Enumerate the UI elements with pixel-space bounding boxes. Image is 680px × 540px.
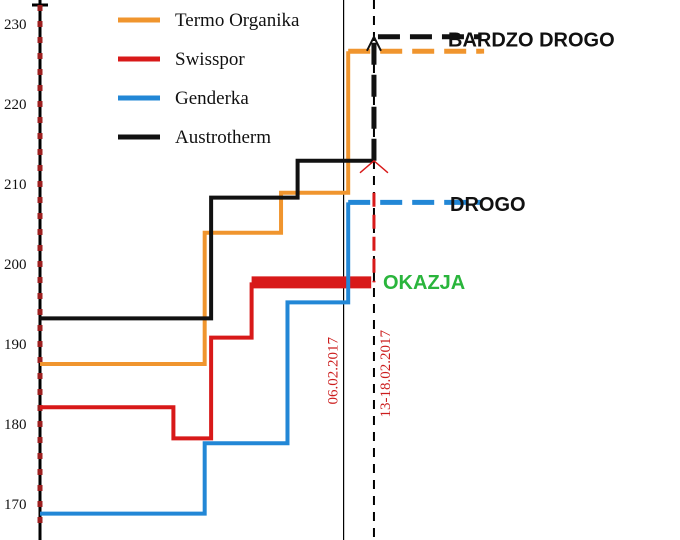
y-minor-tick: [37, 293, 43, 299]
y-tick-mark: [37, 421, 43, 427]
y-minor-tick: [37, 389, 43, 395]
red-arrow-icon: [359, 159, 389, 174]
annotation-label: DROGO: [450, 194, 526, 216]
y-minor-tick: [37, 197, 43, 203]
y-minor-tick: [37, 437, 43, 443]
y-minor-tick: [37, 469, 43, 475]
y-minor-tick: [37, 325, 43, 331]
y-tick-mark: [37, 21, 43, 27]
y-axis: 170 180 190 200 210 220 230: [4, 0, 48, 540]
legend-label: Genderka: [175, 88, 249, 109]
series-line-termo-organika: [40, 51, 351, 366]
y-minor-tick: [37, 133, 43, 139]
y-minor-tick: [37, 165, 43, 171]
y-tick-mark: [37, 261, 43, 267]
black-arrow-icon: [366, 34, 382, 52]
y-tick-mark: [37, 101, 43, 107]
y-minor-tick: [37, 53, 43, 59]
y-minor-tick: [37, 149, 43, 155]
annotation-label: BARDZO DROGO: [448, 29, 615, 51]
y-minor-tick: [37, 213, 43, 219]
y-minor-tick: [37, 277, 43, 283]
y-minor-tick: [37, 517, 43, 523]
y-tick-label: 170: [4, 497, 27, 513]
y-minor-tick: [37, 37, 43, 43]
y-minor-tick: [37, 485, 43, 491]
legend: Termo OrganikaSwissporGenderkaAustrother…: [118, 10, 300, 148]
date-markers: 06.02.2017 13-18.02.2017: [326, 0, 394, 540]
date-marker-label: 06.02.2017: [326, 337, 342, 405]
y-minor-tick: [37, 69, 43, 75]
series-line-swisspor: [40, 282, 254, 441]
y-minor-tick: [37, 117, 43, 123]
annotation-label: OKAZJA: [383, 272, 465, 294]
y-tick-label: 230: [4, 17, 27, 33]
date-marker-label: 13-18.02.2017: [378, 330, 394, 418]
y-minor-tick: [37, 373, 43, 379]
annotations: BARDZO DROGO DROGO OKAZJA: [383, 29, 615, 293]
y-tick-label: 190: [4, 337, 27, 353]
y-tick-label: 180: [4, 417, 27, 433]
series-tail-austrotherm: [371, 34, 482, 161]
legend-label: Swisspor: [175, 49, 245, 70]
series-line-austrotherm: [40, 158, 374, 321]
legend-label: Termo Organika: [175, 10, 300, 31]
y-minor-tick: [37, 245, 43, 251]
y-tick-mark: [37, 341, 43, 347]
y-tick-label: 210: [4, 177, 27, 193]
y-minor-tick: [37, 229, 43, 235]
series-tail-termo-organika: [348, 48, 485, 54]
y-tick-label: 220: [4, 97, 27, 113]
y-minor-tick: [37, 85, 43, 91]
y-minor-tick: [37, 357, 43, 363]
y-minor-tick: [37, 5, 43, 11]
y-tick-mark: [37, 501, 43, 507]
y-tick-label: 200: [4, 257, 27, 273]
series-line-genderka: [40, 202, 351, 516]
y-tick-mark: [37, 181, 43, 187]
y-minor-tick: [37, 309, 43, 315]
y-minor-tick: [37, 453, 43, 459]
legend-label: Austrotherm: [175, 127, 271, 148]
series-lines: [40, 34, 485, 516]
